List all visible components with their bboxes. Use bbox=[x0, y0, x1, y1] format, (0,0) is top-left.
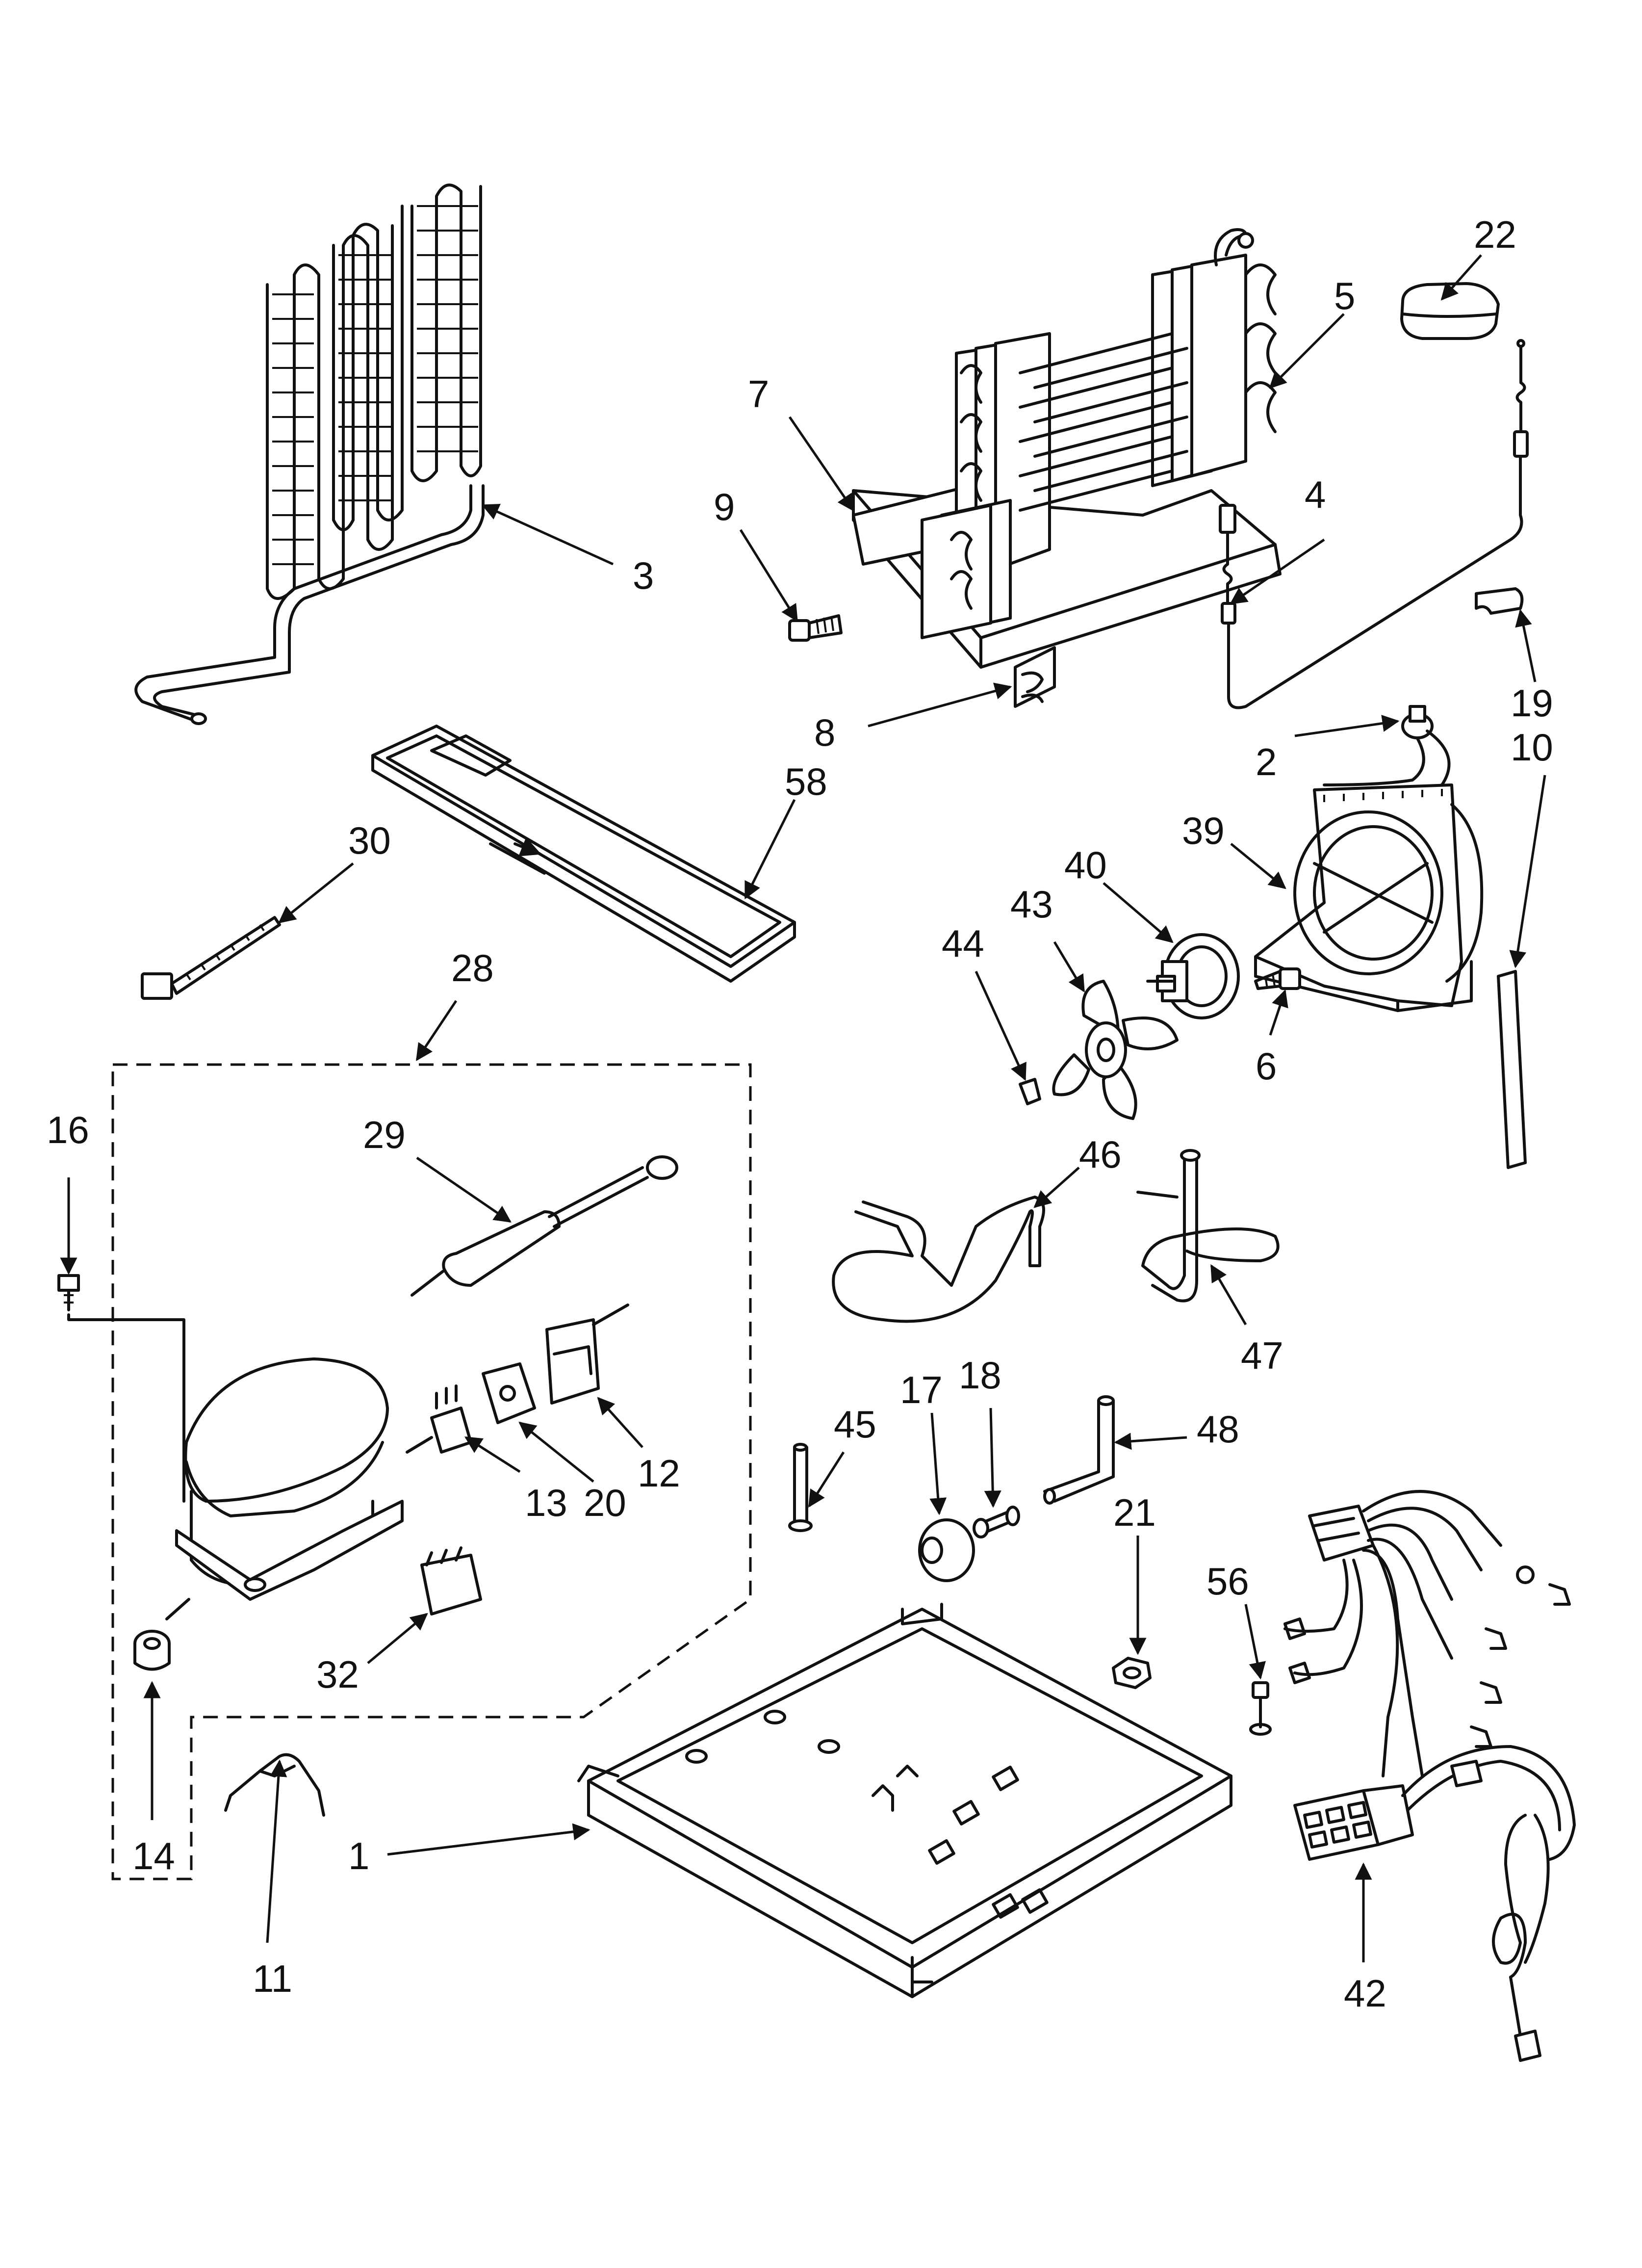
leader-lines bbox=[60, 254, 1546, 1962]
roller-17 bbox=[918, 1518, 975, 1582]
callout-8: 8 bbox=[814, 711, 835, 754]
callout-2: 2 bbox=[1256, 740, 1277, 783]
relay-cover-12 bbox=[545, 1303, 629, 1405]
capacitor-32 bbox=[420, 1546, 482, 1616]
evaporator-assembly bbox=[852, 228, 1282, 669]
cable-tie-30 bbox=[141, 916, 281, 1000]
tube-47 bbox=[1136, 1149, 1280, 1303]
callout-1: 1 bbox=[348, 1834, 369, 1877]
callout-47: 47 bbox=[1241, 1334, 1283, 1377]
screw-6 bbox=[1254, 967, 1301, 990]
callout-5: 5 bbox=[1334, 274, 1355, 317]
harness-2 bbox=[1323, 705, 1451, 796]
grommet-14 bbox=[133, 1630, 171, 1671]
callout-39: 39 bbox=[1182, 809, 1225, 852]
fan-shroud-39 bbox=[1254, 783, 1484, 1012]
callout-18: 18 bbox=[959, 1354, 1001, 1397]
callout-12: 12 bbox=[638, 1452, 680, 1495]
callout-6: 6 bbox=[1256, 1044, 1277, 1088]
callout-14: 14 bbox=[132, 1834, 175, 1877]
spring-clip-11 bbox=[224, 1753, 325, 1817]
callout-29: 29 bbox=[363, 1113, 406, 1156]
callout-labels: 3 7 9 8 5 4 22 19 2 10 39 40 43 44 6 58 … bbox=[47, 213, 1553, 2015]
fan-blade-43 bbox=[1052, 980, 1179, 1120]
callout-13: 13 bbox=[525, 1481, 567, 1524]
condenser-coil bbox=[134, 183, 485, 725]
callout-3: 3 bbox=[633, 554, 654, 597]
callout-17: 17 bbox=[900, 1368, 943, 1411]
callout-44: 44 bbox=[942, 922, 984, 965]
screw-56 bbox=[1249, 1681, 1272, 1736]
pipe-48 bbox=[1043, 1395, 1115, 1505]
wiring-harness-42 bbox=[1283, 1490, 1576, 2062]
pin-45 bbox=[788, 1443, 813, 1532]
axle-18 bbox=[973, 1506, 1020, 1538]
drain-pan-58 bbox=[371, 725, 796, 983]
evaporator-tubes bbox=[1019, 332, 1188, 512]
callout-32: 32 bbox=[316, 1653, 359, 1696]
callout-46: 46 bbox=[1079, 1133, 1122, 1176]
fan-motor-40 bbox=[1146, 933, 1240, 1019]
callout-20: 20 bbox=[584, 1481, 626, 1524]
bracket-8 bbox=[1014, 646, 1056, 708]
thermistor-wiring bbox=[1219, 339, 1529, 709]
callout-58: 58 bbox=[785, 760, 827, 803]
callout-22: 22 bbox=[1474, 213, 1516, 256]
callout-11: 11 bbox=[253, 1957, 292, 2000]
base-frame-1 bbox=[577, 1603, 1232, 1998]
clip-44 bbox=[1019, 1078, 1041, 1105]
screw-16 bbox=[57, 1274, 80, 1311]
callout-30: 30 bbox=[348, 819, 391, 862]
callout-10: 10 bbox=[1511, 726, 1553, 769]
callout-28: 28 bbox=[451, 946, 494, 990]
callout-16: 16 bbox=[47, 1108, 89, 1151]
screw-9 bbox=[788, 614, 843, 642]
overload-13 bbox=[406, 1384, 472, 1454]
relay-20 bbox=[482, 1362, 536, 1424]
callout-56: 56 bbox=[1206, 1560, 1249, 1603]
cover-22 bbox=[1400, 282, 1500, 340]
callout-45: 45 bbox=[834, 1403, 876, 1446]
nut-21 bbox=[1112, 1657, 1152, 1689]
compressor-body bbox=[67, 1313, 404, 1620]
callout-42: 42 bbox=[1344, 1972, 1386, 2015]
tube-46 bbox=[832, 1196, 1045, 1323]
callout-21: 21 bbox=[1113, 1491, 1156, 1534]
strip-10 bbox=[1497, 970, 1527, 1169]
callout-9: 9 bbox=[714, 485, 735, 528]
clip-19 bbox=[1475, 587, 1524, 615]
callout-4: 4 bbox=[1305, 473, 1326, 516]
callout-43: 43 bbox=[1010, 883, 1053, 926]
dryer-29 bbox=[410, 1155, 678, 1297]
callout-40: 40 bbox=[1064, 843, 1107, 886]
callout-7: 7 bbox=[748, 372, 769, 416]
callout-48: 48 bbox=[1197, 1408, 1239, 1451]
callout-19: 19 bbox=[1511, 681, 1553, 725]
